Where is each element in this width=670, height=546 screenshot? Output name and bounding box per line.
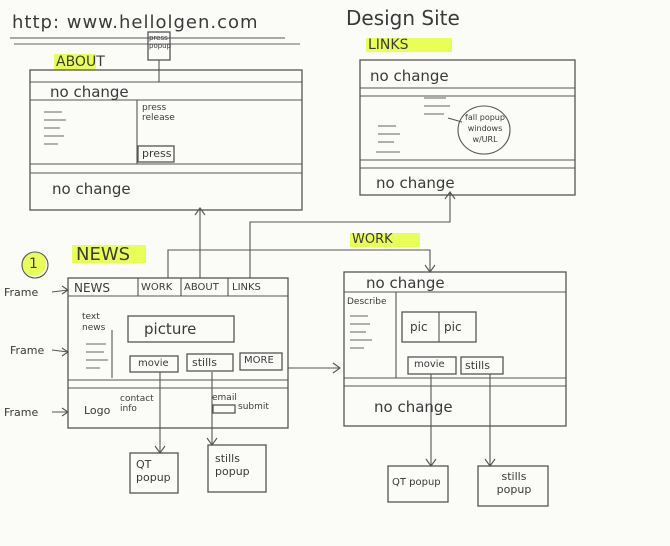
frame-label-mid: Frame — [10, 344, 45, 357]
news-scribble-lines — [86, 343, 108, 369]
work-frame-dividers — [344, 291, 566, 387]
work-movie-box — [407, 356, 457, 375]
news-number: 1 — [29, 256, 38, 272]
nav-links[interactable]: LINKS — [232, 282, 261, 293]
work-qt-popup: QT popup — [392, 477, 441, 488]
arrow-stills-to-popup — [206, 372, 218, 446]
about-top-note: no change — [50, 83, 129, 101]
links-frame-dividers — [360, 87, 575, 169]
news-more-box — [239, 352, 283, 371]
news-stills-popup: stills popup — [215, 452, 250, 478]
arrow-movie-to-qt — [154, 372, 166, 454]
work-bottom-note: no change — [374, 398, 453, 416]
frame-label-bottom: Frame — [4, 406, 39, 419]
picture-label: picture — [144, 320, 197, 338]
about-frame-dividers — [30, 81, 302, 174]
news-frame-dividers — [68, 295, 288, 389]
links-popup-circle — [457, 105, 511, 155]
press-label: press — [142, 147, 172, 160]
news-stills-button[interactable]: stills — [192, 356, 217, 369]
frame-label-top: Frame — [4, 286, 39, 299]
work-stills-popup: stills popup — [496, 470, 532, 496]
news-wireframe — [67, 277, 289, 429]
site-url: http: www.hellolgen.com — [12, 12, 259, 33]
news-movie-box — [129, 355, 179, 373]
picture-box — [127, 315, 235, 343]
nav-news[interactable]: NEWS — [74, 281, 111, 295]
news-number-circle — [21, 251, 49, 279]
work-top-note: no change — [366, 274, 445, 292]
work-title: WORK — [352, 232, 393, 247]
email-field-box — [212, 404, 236, 414]
news-email-label: email — [212, 393, 237, 403]
about-scribble-lines — [44, 111, 66, 145]
news-stills-popup-box — [207, 444, 267, 493]
news-movie-button[interactable]: movie — [138, 358, 169, 369]
links-bottom-note: no change — [376, 174, 455, 192]
news-submit-button[interactable]: submit — [238, 402, 269, 412]
news-contact-info: contact info — [120, 394, 154, 414]
arrow-more-to-work — [288, 362, 341, 374]
press-popup-label: press popup — [149, 34, 172, 50]
about-bottom-note: no change — [52, 180, 131, 198]
work-pic-1: pic — [410, 320, 428, 334]
links-scribble-lines — [376, 97, 450, 153]
links-popup-note: fall popup windows w/URL — [465, 113, 505, 144]
arrow-work-movie-to-qt — [425, 374, 437, 467]
about-title: ABOUT — [56, 54, 105, 70]
work-stills-button[interactable]: stills — [465, 359, 490, 372]
site-title: Design Site — [346, 6, 460, 30]
links-title: LINKS — [368, 37, 409, 53]
frame-arrow-top — [51, 285, 69, 295]
news-logo: Logo — [84, 404, 111, 417]
about-wireframe — [29, 69, 303, 211]
arrow-work-nav-to-work — [167, 249, 436, 278]
news-qt-popup: QT popup — [136, 458, 171, 484]
links-highlight — [366, 38, 452, 52]
press-release-label: press release — [142, 103, 175, 123]
news-side-text: text news — [82, 312, 106, 333]
news-stills-box — [186, 353, 234, 372]
arrow-work-stills-to-popup — [484, 374, 496, 467]
news-nav-dividers — [137, 278, 229, 296]
news-qt-popup-box — [129, 452, 179, 494]
frame-arrow-mid — [51, 347, 69, 357]
about-highlight — [54, 54, 96, 70]
work-movie-button[interactable]: movie — [414, 359, 445, 370]
frame-arrow-bottom — [52, 407, 69, 417]
work-wireframe — [343, 271, 567, 427]
about-press-box — [137, 145, 175, 163]
links-popup-pointer — [447, 117, 463, 123]
work-stills-box — [460, 356, 504, 375]
links-wireframe — [359, 59, 576, 196]
news-more-button[interactable]: MORE — [244, 355, 274, 366]
news-highlight — [72, 245, 146, 263]
news-title: NEWS — [76, 244, 131, 265]
work-describe: Describe — [347, 297, 387, 307]
work-scribble-lines — [350, 315, 372, 349]
work-qt-popup-box — [387, 465, 449, 503]
arrow-about-nav-to-about — [194, 207, 206, 278]
links-top-note: no change — [370, 67, 449, 85]
work-pic-2: pic — [444, 320, 462, 334]
work-highlight — [350, 233, 420, 247]
nav-about[interactable]: ABOUT — [184, 282, 219, 293]
work-stills-popup-box — [477, 465, 549, 507]
nav-work[interactable]: WORK — [141, 282, 173, 293]
